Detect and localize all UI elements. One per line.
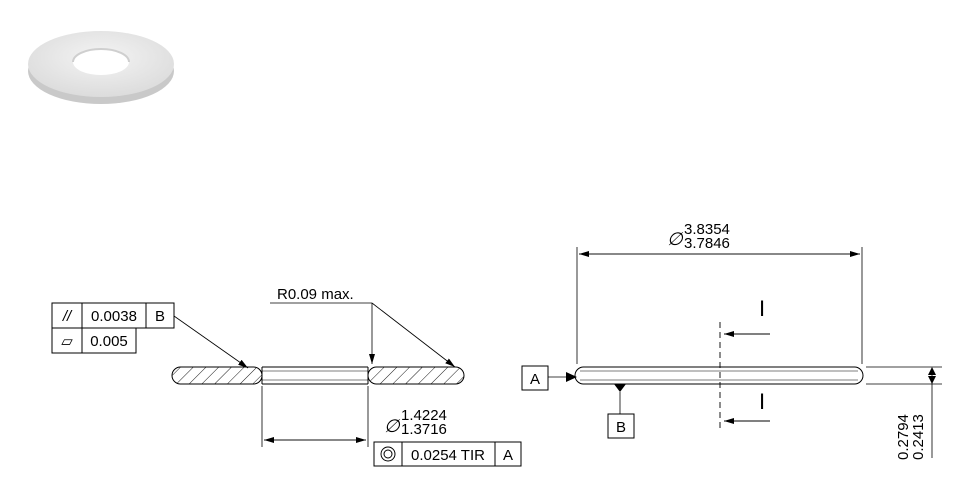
washer-side-profile: [574, 366, 864, 385]
section-view: [171, 366, 465, 447]
side-view: [574, 247, 942, 458]
datum-a-feature: A: [521, 365, 577, 391]
inner-diameter-callout: ∅ 1.4224 1.3716: [384, 407, 447, 438]
outer-diameter-upper: 3.8354: [684, 221, 730, 238]
inner-diameter-upper: 1.4224: [401, 407, 447, 424]
parallelism-datum: B: [155, 308, 165, 325]
radius-note: R0.09 max.: [277, 286, 354, 303]
outer-diameter-lower: 3.7846: [684, 235, 730, 252]
section-letter-bottom: I: [759, 389, 765, 414]
right-hatched-section: [367, 366, 465, 385]
parallelism-tolerance: 0.0038: [91, 308, 137, 325]
parallelism-symbol: //: [62, 308, 73, 325]
concentricity-tolerance: 0.0254 TIR: [411, 447, 485, 464]
left-hatched-section: [171, 366, 263, 385]
concentricity-datum: A: [503, 447, 513, 464]
radius-callout: R0.09 max.: [270, 286, 456, 368]
outer-diameter-callout: ∅ 3.8354 3.7846: [667, 221, 730, 252]
washer-3d-thumbnail: [28, 31, 174, 104]
outer-diameter-symbol: ∅: [667, 229, 684, 249]
datum-b-feature: B: [607, 384, 635, 439]
concentricity-control-frame: 0.0254 TIR A: [373, 441, 522, 467]
thickness-lower: 0.2413: [910, 414, 927, 460]
parallelism-control-frame: // 0.0038 B: [51, 302, 249, 369]
thickness-upper: 0.2794: [895, 414, 912, 460]
concentricity-icon: [380, 446, 396, 462]
flatness-control-frame: ▱ 0.005: [51, 327, 137, 354]
inner-diameter-lower: 1.3716: [401, 421, 447, 438]
datum-b-label: B: [616, 419, 626, 436]
flatness-tolerance: 0.005: [90, 333, 128, 350]
section-letter-top: I: [759, 296, 765, 321]
inner-diameter-symbol: ∅: [384, 416, 401, 436]
flatness-symbol: ▱: [61, 333, 73, 350]
datum-a-label: A: [530, 371, 540, 388]
